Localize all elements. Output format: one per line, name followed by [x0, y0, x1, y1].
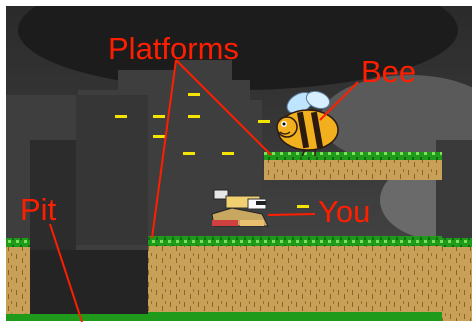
coin-dash	[153, 135, 165, 138]
pit	[30, 250, 148, 321]
coin-dash	[188, 115, 200, 118]
coin-dash	[297, 205, 309, 208]
left-ground	[6, 238, 30, 320]
main-ground-platform	[148, 236, 442, 321]
upper-platform	[264, 152, 442, 180]
white-margin-right	[472, 0, 476, 325]
coin-dash	[153, 115, 165, 118]
you-pointer	[268, 214, 315, 215]
white-margin-top	[0, 0, 476, 6]
right-ground	[442, 238, 472, 321]
coin-dash	[188, 93, 200, 96]
wall-middle-column	[76, 95, 148, 245]
coin-dash	[222, 152, 234, 155]
you-annotation: You	[318, 196, 370, 227]
white-margin-bottom	[0, 321, 476, 325]
white-margin-left	[0, 0, 6, 325]
bee-annotation: Bee	[361, 56, 416, 87]
platforms-annotation: Platforms	[108, 33, 239, 64]
coin-dash	[115, 115, 127, 118]
pit-annotation: Pit	[20, 194, 56, 225]
coin-dash	[258, 120, 270, 123]
pit-floor	[6, 314, 148, 321]
coin-dash	[183, 152, 195, 155]
